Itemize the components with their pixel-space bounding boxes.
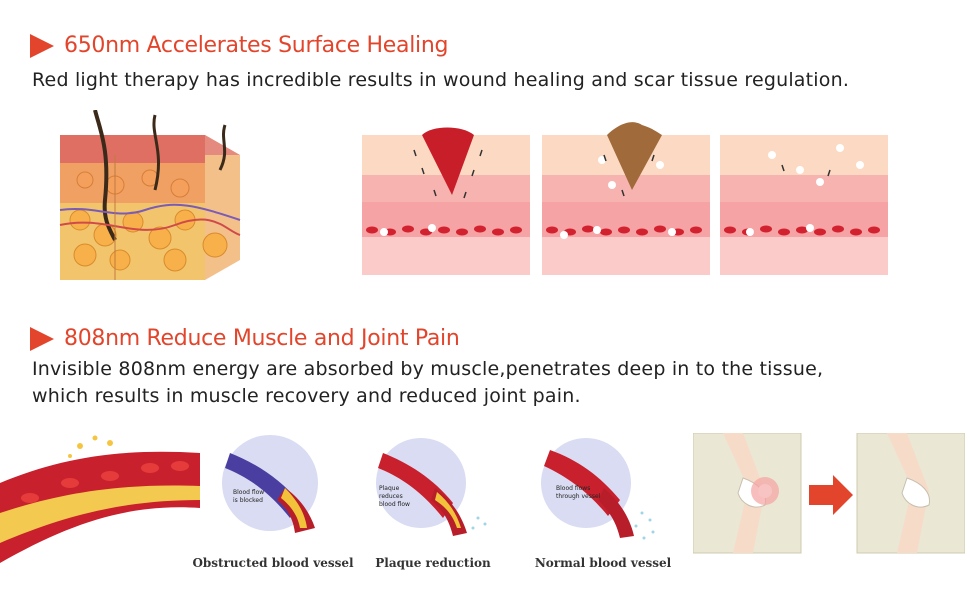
section1-heading: 650nm Accelerates Surface Healing (30, 33, 448, 58)
play-arrow-icon (30, 33, 54, 58)
caption-plaque-reduction: Plaque reduction (375, 556, 491, 570)
artery-plaque-illustration (0, 435, 200, 563)
vessel3-inset-label-1: Blood flows (556, 485, 590, 492)
wound-healing-stages-illustration (362, 122, 888, 275)
skin-cross-section-illustration (59, 110, 241, 280)
vessel2-inset-label-3: blood flow (379, 501, 410, 508)
caption-obstructed-blood-vessel: Obstructed blood vessel (192, 556, 354, 570)
obstructed-vessel-diagram: Blood flow is blocked (222, 435, 318, 533)
normal-vessel-diagram: Blood flows through vessel (541, 438, 655, 540)
vessel3-inset-label-2: through vessel (556, 493, 601, 500)
vessel1-inset-label-1: Blood flow (233, 489, 264, 496)
section2-title: 808nm Reduce Muscle and Joint Pain (64, 326, 460, 351)
play-arrow-icon (30, 326, 54, 351)
section2-heading: 808nm Reduce Muscle and Joint Pain (30, 326, 460, 351)
section2-description-line2: which results in muscle recovery and red… (32, 385, 581, 407)
vessel1-inset-label-2: is blocked (233, 497, 263, 504)
vessel2-inset-label-2: reduces (379, 493, 403, 500)
plaque-reduction-vessel-diagram: Plaque reduces blood flow (376, 438, 487, 536)
vessel2-inset-label-1: Plaque (379, 485, 400, 492)
caption-normal-blood-vessel: Normal blood vessel (534, 556, 672, 570)
section2-description-line1: Invisible 808nm energy are absorbed by m… (32, 358, 824, 380)
section1-description: Red light therapy has incredible results… (32, 69, 850, 91)
knee-before-after-illustration (693, 433, 965, 554)
section1-title: 650nm Accelerates Surface Healing (64, 33, 449, 58)
